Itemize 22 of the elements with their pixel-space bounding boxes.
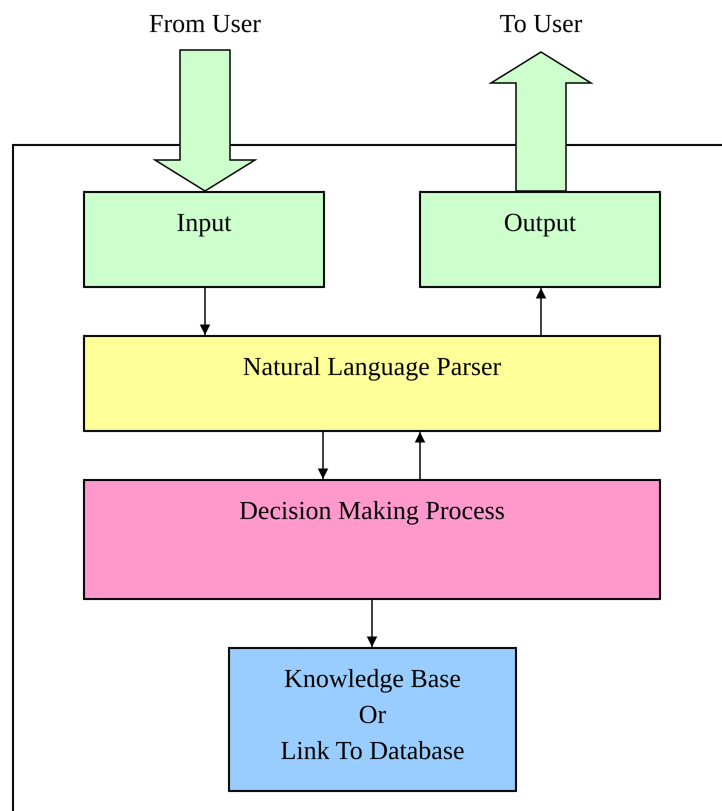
process-box [228,647,517,792]
process-box [419,191,661,288]
arrow [366,600,378,647]
flow-label: To User [498,8,584,40]
arrow [200,288,210,335]
process-box [83,191,325,288]
arrow [536,288,546,335]
box-label: Knowledge Base [283,663,462,695]
box-label: Or [358,699,388,731]
flow-label: From User [148,8,262,40]
process-box [83,335,661,432]
process-box [83,479,661,600]
box-label: Decision Making Process [238,495,506,527]
box-label: Natural Language Parser [242,351,502,383]
arrow [318,432,328,479]
box-label: Link To Database [280,735,466,767]
system-frame [12,144,722,811]
block-arrow [152,49,258,192]
block-arrow [488,51,594,192]
box-label: Input [176,207,232,239]
box-label: Output [502,207,578,239]
arrow [414,432,426,479]
